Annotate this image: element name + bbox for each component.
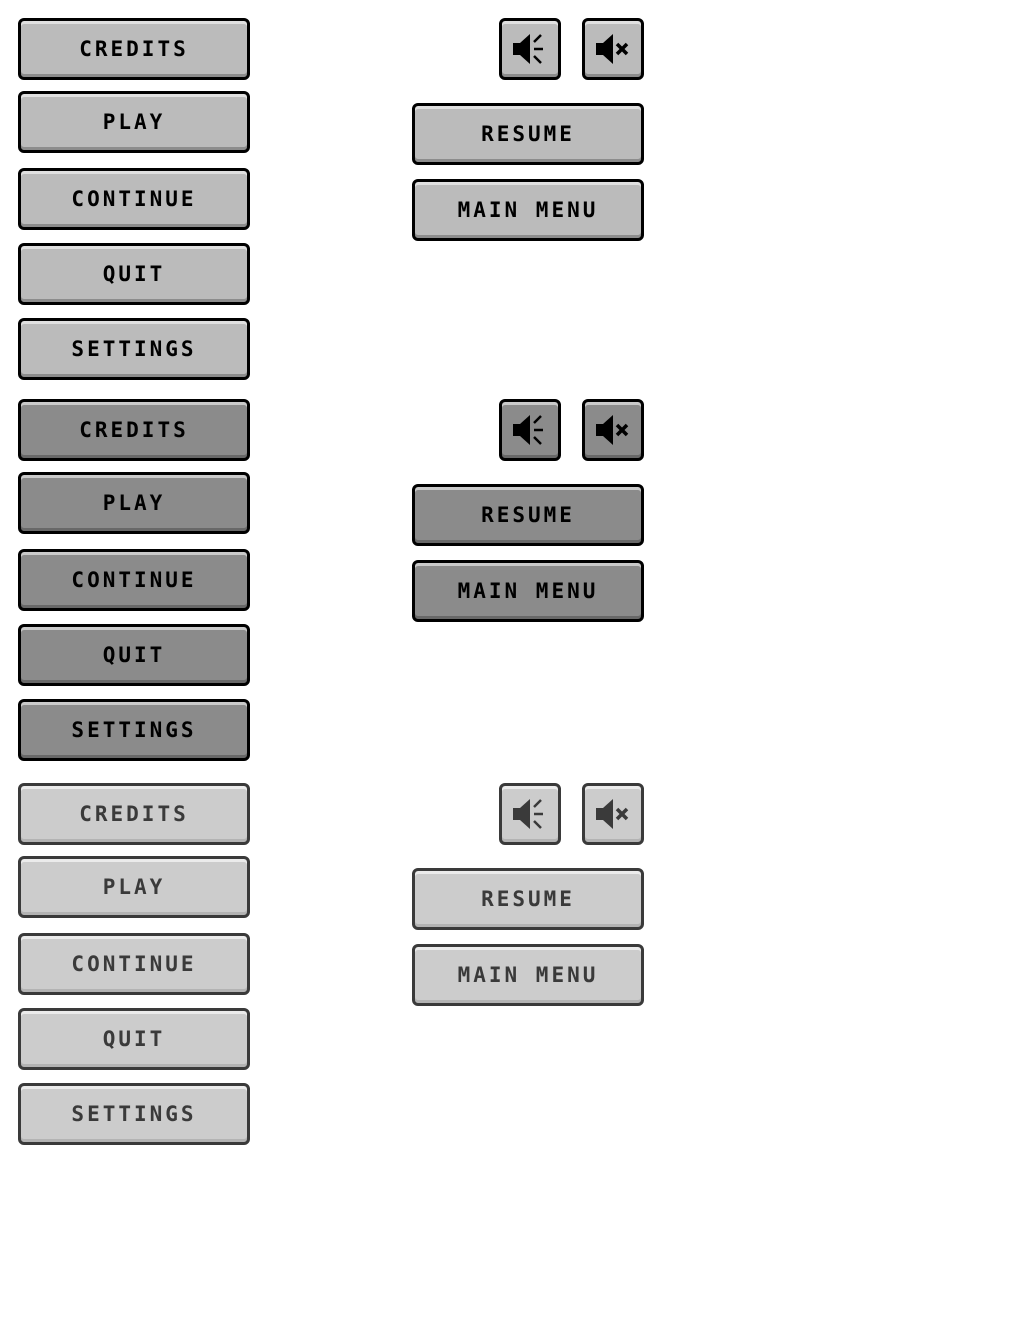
quit-button[interactable]: QUIT — [18, 624, 250, 686]
sound-muted-button[interactable] — [582, 399, 644, 461]
speaker-muted-icon — [596, 799, 629, 829]
main-menu-button[interactable]: MAIN MENU — [412, 944, 644, 1006]
main-menu-button[interactable]: MAIN MENU — [412, 179, 644, 241]
quit-button[interactable]: QUIT — [18, 1008, 250, 1070]
sound-on-button[interactable] — [499, 399, 561, 461]
resume-button[interactable]: RESUME — [412, 484, 644, 546]
continue-button[interactable]: CONTINUE — [18, 933, 250, 995]
continue-button[interactable]: CONTINUE — [18, 168, 250, 230]
speaker-on-icon — [513, 799, 543, 829]
settings-button[interactable]: SETTINGS — [18, 699, 250, 761]
resume-button[interactable]: RESUME — [412, 103, 644, 165]
continue-button[interactable]: CONTINUE — [18, 549, 250, 611]
sound-on-button[interactable] — [499, 783, 561, 845]
play-button[interactable]: PLAY — [18, 472, 250, 534]
quit-button[interactable]: QUIT — [18, 243, 250, 305]
speaker-muted-icon — [596, 34, 629, 64]
sound-on-button[interactable] — [499, 18, 561, 80]
credits-button[interactable]: CREDITS — [18, 399, 250, 461]
settings-button[interactable]: SETTINGS — [18, 318, 250, 380]
resume-button[interactable]: RESUME — [412, 868, 644, 930]
credits-button[interactable]: CREDITS — [18, 783, 250, 845]
credits-button[interactable]: CREDITS — [18, 18, 250, 80]
settings-button[interactable]: SETTINGS — [18, 1083, 250, 1145]
speaker-on-icon — [513, 34, 543, 64]
sound-muted-button[interactable] — [582, 783, 644, 845]
sound-muted-button[interactable] — [582, 18, 644, 80]
play-button[interactable]: PLAY — [18, 91, 250, 153]
speaker-on-icon — [513, 415, 543, 445]
play-button[interactable]: PLAY — [18, 856, 250, 918]
speaker-muted-icon — [596, 415, 629, 445]
main-menu-button[interactable]: MAIN MENU — [412, 560, 644, 622]
